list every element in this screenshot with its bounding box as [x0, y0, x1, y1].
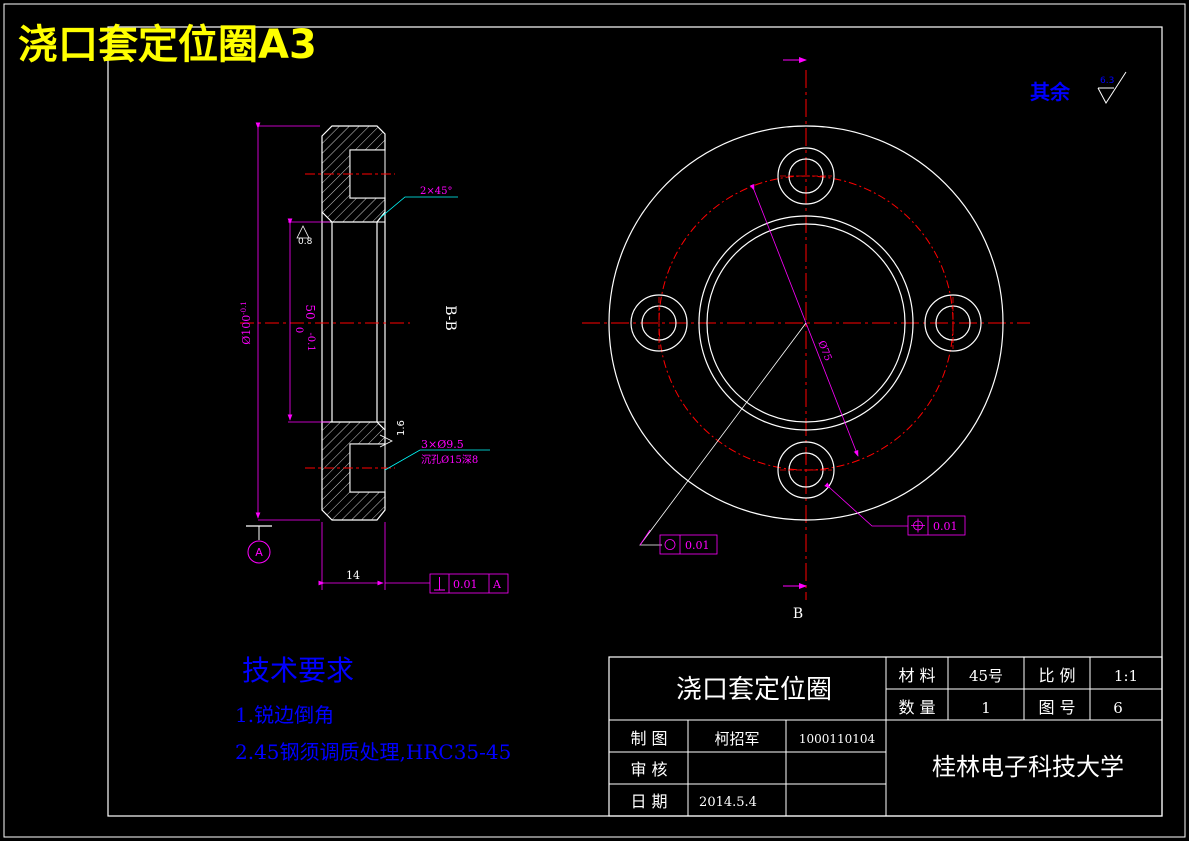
dim-inner-tol-upper: -0.1 — [305, 332, 316, 351]
tb-scale: 1:1 — [1114, 667, 1138, 685]
tb-drawing-no: 6 — [1113, 699, 1123, 717]
tb-school: 桂林电子科技大学 — [932, 753, 1124, 781]
surface-default-value: 6.3 — [1100, 76, 1114, 86]
chamfer-note: 2×45° — [420, 186, 452, 197]
roughness-symbol-inner — [296, 225, 310, 239]
dim-outer-tol: -0.1 — [240, 301, 248, 315]
position-value: 0.01 — [933, 520, 958, 533]
tb-scale-label: 比 例 — [1038, 666, 1075, 685]
circularity-frame: 0.01 — [659, 534, 718, 555]
roughness-inner-value: 0.8 — [298, 237, 313, 247]
perpendicularity-datum: A — [492, 578, 502, 591]
pcd-dimension: Ø75 — [815, 339, 833, 363]
dim-outer-diameter: Ø100-0.1 — [240, 301, 253, 345]
section-label: B-B — [442, 305, 458, 331]
section-mark: B — [793, 606, 803, 622]
tb-date: 2014.5.4 — [699, 795, 757, 810]
outer-border — [3, 3, 1186, 838]
perpendicularity-value: 0.01 — [453, 578, 478, 591]
tech-requirements: 技术要求 1.锐边倒角 2.45钢须调质处理,HRC35-45 — [235, 654, 511, 764]
tb-review-label: 审 核 — [630, 760, 667, 779]
roughness-symbol-bottom — [379, 434, 393, 448]
surface-default-label: 其余 — [1030, 80, 1071, 104]
datum-a-symbol: A — [246, 525, 272, 564]
tb-part-name: 浇口套定位圈 — [676, 675, 832, 705]
dim-thickness: 14 — [346, 569, 360, 582]
tech-heading: 技术要求 — [242, 654, 354, 687]
tb-material: 45号 — [969, 667, 1003, 685]
front-view: Ø75 B 0.01 0.01 — [582, 57, 1030, 622]
tb-drawn-by: 柯招军 — [714, 730, 759, 748]
roughness-bottom-value: 1.6 — [396, 420, 407, 436]
dim-inner-diameter: 50 — [303, 304, 317, 319]
tb-student-id: 1000110104 — [799, 732, 876, 746]
tb-qty: 1 — [981, 699, 991, 717]
section-view: Ø100-0.1 50 -0.1 0 0.8 2×45° 1.6 3×Ø9.5 … — [240, 122, 509, 594]
tb-qty-label: 数 量 — [898, 698, 935, 717]
tb-drawing-no-label: 图 号 — [1038, 698, 1075, 717]
sheet-title: 浇口套定位圈A3 — [18, 22, 317, 68]
dim-inner-tol-lower: 0 — [293, 327, 304, 333]
tb-material-label: 材 料 — [898, 666, 935, 685]
title-block — [608, 656, 1163, 817]
tb-drawn-label: 制 图 — [630, 729, 667, 748]
tech-item-2: 2.45钢须调质处理,HRC35-45 — [235, 740, 511, 764]
circularity-value: 0.01 — [685, 539, 710, 552]
holes-note-2: 沉孔Ø15深8 — [421, 453, 478, 466]
position-frame: 0.01 — [907, 515, 966, 536]
perpendicularity-frame: 0.01 A — [429, 573, 509, 594]
datum-letter: A — [255, 546, 263, 559]
tech-item-1: 1.锐边倒角 — [235, 703, 334, 727]
holes-note-1: 3×Ø9.5 — [421, 438, 464, 451]
surface-roughness-symbol: 6.3 — [1097, 71, 1127, 104]
tb-date-label: 日 期 — [630, 792, 667, 811]
outer-circle — [608, 125, 1004, 521]
